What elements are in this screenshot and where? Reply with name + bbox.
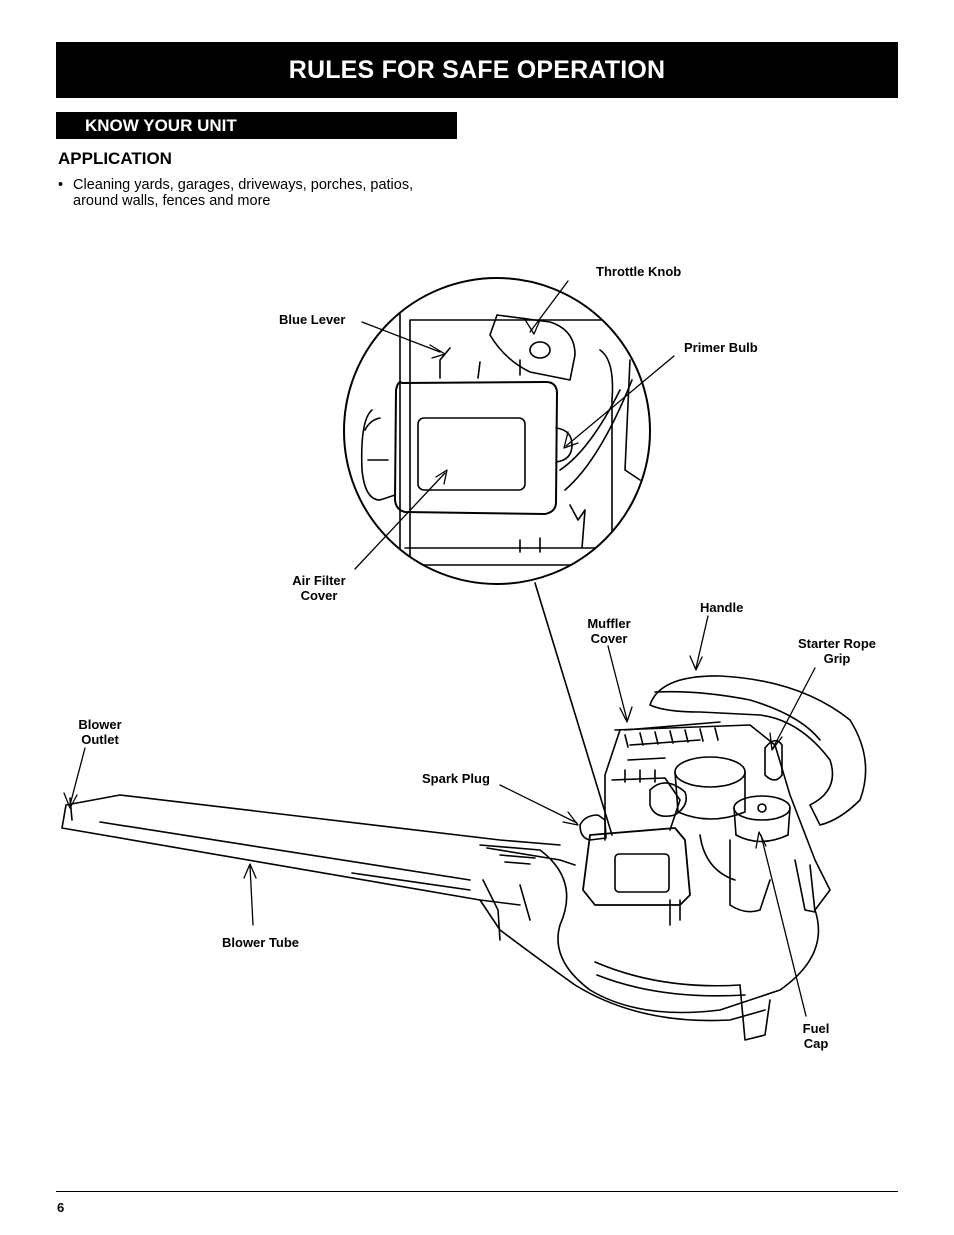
bullet-dot: •: [58, 177, 64, 193]
label-blower-tube: Blower Tube: [222, 935, 300, 950]
label-spark-plug: Spark Plug: [422, 771, 490, 786]
label-throttle-knob: Throttle Knob: [596, 264, 682, 279]
label-blue-lever: Blue Lever: [279, 312, 346, 327]
throttle-knob-shape: [489, 314, 576, 381]
detail-inset: [343, 277, 651, 836]
footer-divider: [56, 1191, 898, 1192]
section-heading: KNOW YOUR UNIT: [56, 112, 457, 139]
fuel-cap-shape: [733, 795, 791, 843]
page-number: 6: [57, 1200, 65, 1215]
page-title: RULES FOR SAFE OPERATION: [56, 42, 898, 98]
application-bullet: • Cleaning yards, garages, driveways, po…: [58, 177, 418, 209]
handle-shape: [649, 675, 867, 826]
spark-plug-shape: [579, 814, 607, 841]
blower-unit: [61, 675, 867, 1041]
air-filter-cover-shape: [394, 381, 558, 515]
label-primer-bulb: Primer Bulb: [684, 340, 758, 355]
blower-tube-shape: [61, 794, 561, 906]
label-handle: Handle: [700, 600, 744, 615]
leader-lines: [63, 280, 816, 1017]
primer-bulb-shape: [555, 427, 573, 463]
bullet-text: Cleaning yards, garages, driveways, porc…: [73, 177, 414, 209]
application-heading: APPLICATION: [58, 149, 172, 168]
